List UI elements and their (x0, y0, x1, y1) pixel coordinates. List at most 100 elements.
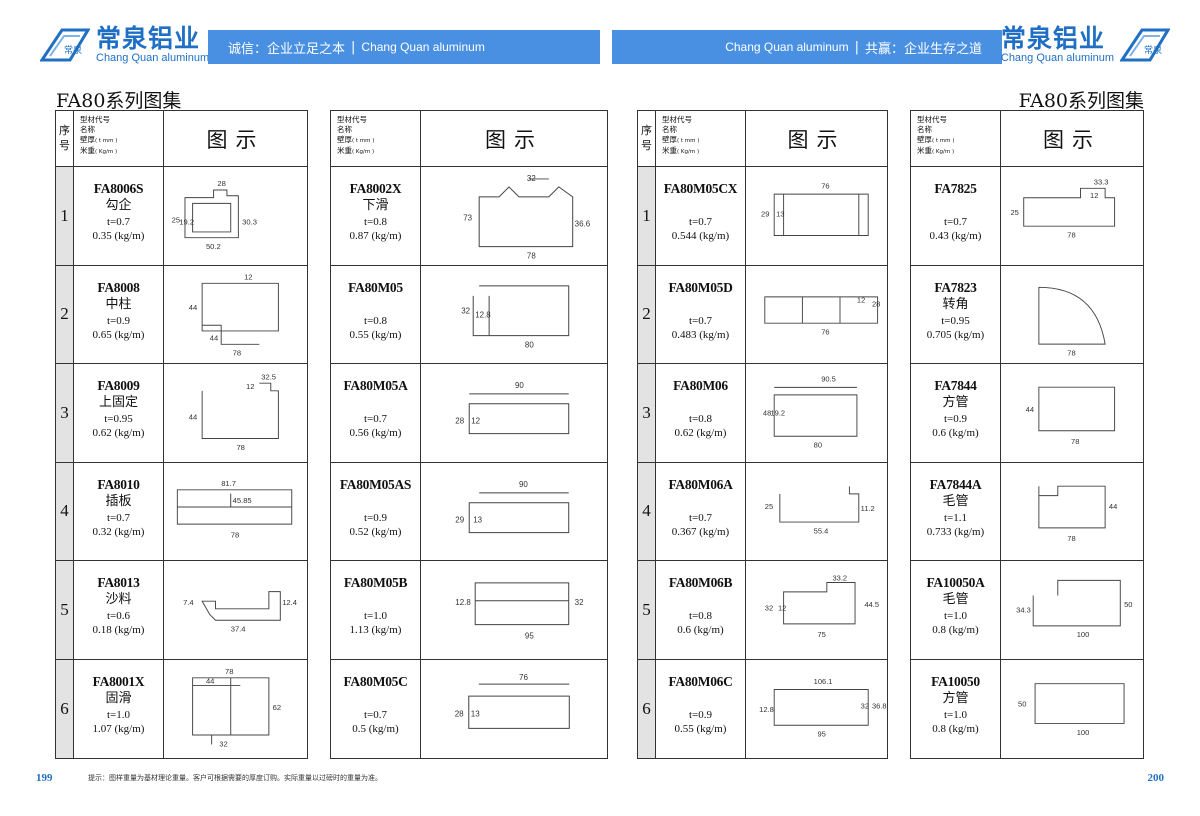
row-serial: 4 (56, 462, 74, 560)
banner-right: Chang Quan aluminum|共赢：企业生存之道 (612, 30, 1002, 64)
profile-code: FA80M06C (668, 673, 733, 689)
brand-name-en: Chang Quan aluminum (96, 52, 210, 64)
row-serial: 3 (56, 364, 74, 462)
profile-code: FA80M05C (343, 673, 408, 689)
wall-thickness: t=0.8 (688, 413, 712, 425)
meter-weight: 0.544 (kg/m) (671, 230, 730, 242)
wall-thickness: t=0.7 (688, 511, 712, 524)
dimension-label: 36.8 (872, 701, 887, 710)
wall-thickness: t=0.7 (688, 314, 712, 327)
dimension-label: 78 (1071, 437, 1079, 446)
dimension-label: 25 (1010, 208, 1018, 217)
profile-name: 方管 (942, 395, 969, 410)
meter-weight: 0.62 (kg/m) (674, 427, 727, 439)
meter-weight: 0.32 (kg/m) (92, 525, 145, 538)
table-header: 型材代号名称壁厚( t mm )米重( Kg/m )图示 (331, 111, 607, 167)
dimension-label: 44 (210, 333, 219, 342)
profile-code: FA7844 (934, 378, 977, 393)
dimension-label: 13 (471, 709, 480, 718)
profile-code: FA80M05B (343, 575, 408, 590)
series-title-right: FA80系列图集 (1018, 90, 1144, 112)
dimension-label: 44 (1109, 501, 1117, 510)
dimension-label: 29 (455, 515, 464, 524)
dimension-label: 28 (217, 179, 225, 188)
meter-weight: 0.52 (kg/m) (349, 525, 402, 538)
dimension-label: 33.3 (1094, 178, 1109, 187)
dimension-label: 32 (575, 598, 584, 607)
dimension-label: 78 (1067, 348, 1075, 357)
header-serial: 序号 (638, 111, 656, 166)
dimension-label: 28 (455, 709, 464, 718)
dimension-label: 78 (527, 252, 536, 261)
dimension-label: 95 (817, 729, 825, 738)
dimension-label: 32 (461, 306, 470, 315)
profile-code: FA10050 (931, 673, 980, 689)
meter-weight: 1.13 (kg/m) (349, 624, 402, 636)
meter-weight: 0.18 (kg/m) (92, 624, 145, 636)
page-number-right: 200 (1147, 772, 1165, 784)
dimension-label: 32 (527, 174, 536, 183)
dimension-label: 78 (233, 348, 241, 357)
profile-code: FA7844A (929, 476, 982, 492)
dimension-label: 50.2 (206, 242, 221, 251)
dimension-label: 44 (189, 302, 198, 311)
dimension-label: 44.5 (864, 600, 879, 609)
wall-thickness: t=0.9 (688, 708, 712, 721)
wall-thickness: t=0.7 (688, 216, 712, 228)
dimension-label: 25 (172, 215, 180, 224)
dimension-label: 12 (244, 272, 252, 281)
profile-name: 固滑 (105, 690, 132, 706)
dimension-label: 80 (525, 340, 534, 349)
header-serial: 序号 (56, 111, 74, 166)
dimension-label: 44 (206, 676, 215, 685)
profile-code: FA8010 (97, 476, 140, 492)
dimension-label: 29 (761, 210, 769, 219)
dimension-label: 76 (821, 327, 829, 336)
wall-thickness: t=0.8 (688, 610, 712, 622)
header-figure: 图示 (206, 127, 265, 152)
dimension-label: 78 (225, 666, 233, 675)
row-serial: 1 (56, 167, 74, 265)
wall-thickness: t=1.0 (106, 708, 130, 721)
wall-thickness: t=1.0 (943, 610, 967, 622)
dimension-label: 25 (765, 501, 773, 510)
dimension-label: 12.8 (759, 705, 774, 714)
profile-name: 转角 (942, 296, 969, 312)
table-header: 序号型材代号名称壁厚( t mm )米重( Kg/m )图示 (638, 111, 887, 167)
row-serial: 6 (56, 659, 74, 758)
dimension-label: 32 (219, 739, 227, 748)
wall-thickness: t=0.6 (106, 610, 130, 622)
svg-text:常泉: 常泉 (64, 44, 82, 56)
profile-code: FA80M05A (343, 378, 408, 393)
wall-thickness: t=0.9 (943, 413, 967, 425)
dimension-label: 12 (1090, 191, 1098, 200)
